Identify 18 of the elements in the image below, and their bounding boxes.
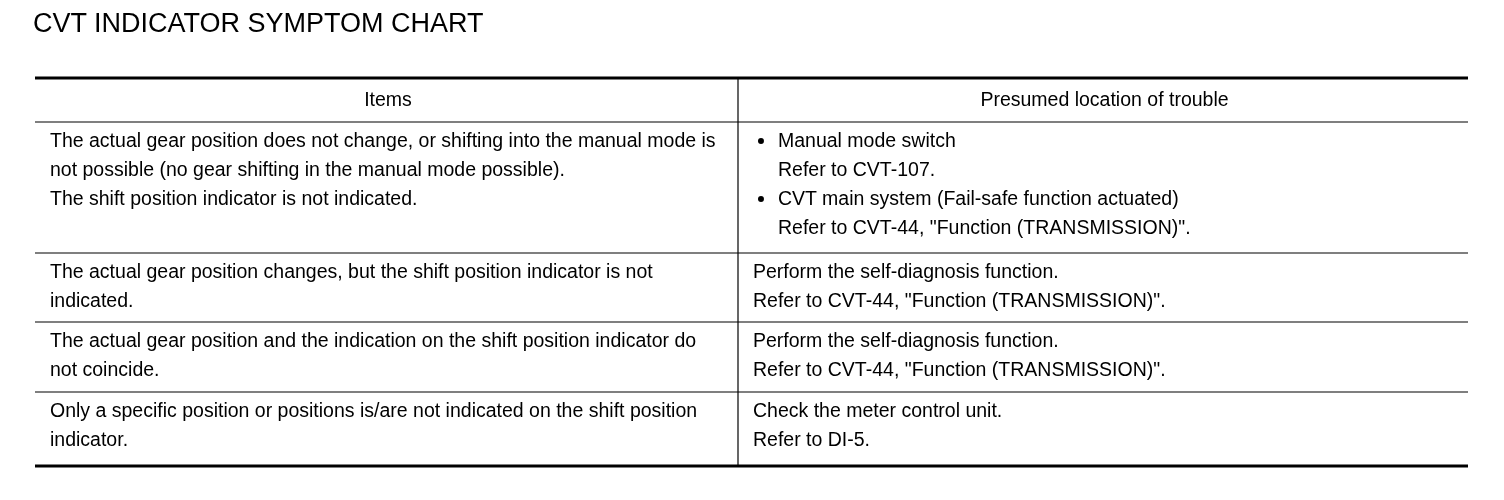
column-header: Items [364, 88, 412, 110]
table-cell-text: Manual mode switch [778, 129, 956, 151]
table-cell-text: Refer to CVT-44, "Function (TRANSMISSION)". [753, 358, 1166, 380]
table-cell-text: Refer to CVT-44, "Function (TRANSMISSION)". [778, 216, 1191, 238]
table-cell-text: Refer to DI-5. [753, 428, 871, 450]
table-cell-text: Perform the self-diagnosis function. [753, 260, 1059, 282]
table-cell-text: The shift position indicator is not indicated. [50, 187, 418, 209]
table-cell-text: Refer to CVT-44, "Function (TRANSMISSION)". [753, 289, 1166, 311]
chart-title: CVT INDICATOR SYMPTOM CHART [33, 8, 484, 39]
table-cell-text: The actual gear position and the indication on the shift position indicator do not coincide. [50, 329, 697, 380]
table-cell-text: CVT main system (Fail-safe function actuated) [778, 187, 1179, 209]
table-cell-text: Check the meter control unit. [753, 399, 1003, 421]
table-cell-text: Refer to CVT-107. [778, 158, 936, 180]
table-cell-text: Only a specific position or positions is/are not indicated on the shift position indicator. [50, 399, 698, 450]
column-header: Presumed location of trouble [980, 88, 1229, 110]
table-cell-text: The actual gear position changes, but the shift position indicator is not indicated. [50, 260, 653, 311]
table-cell-text: Perform the self-diagnosis function. [753, 329, 1059, 351]
table-cell-text: The actual gear position does not change, or shifting into the manual mode is not possible (no gear shifting in the manual mode possible). [50, 129, 716, 180]
